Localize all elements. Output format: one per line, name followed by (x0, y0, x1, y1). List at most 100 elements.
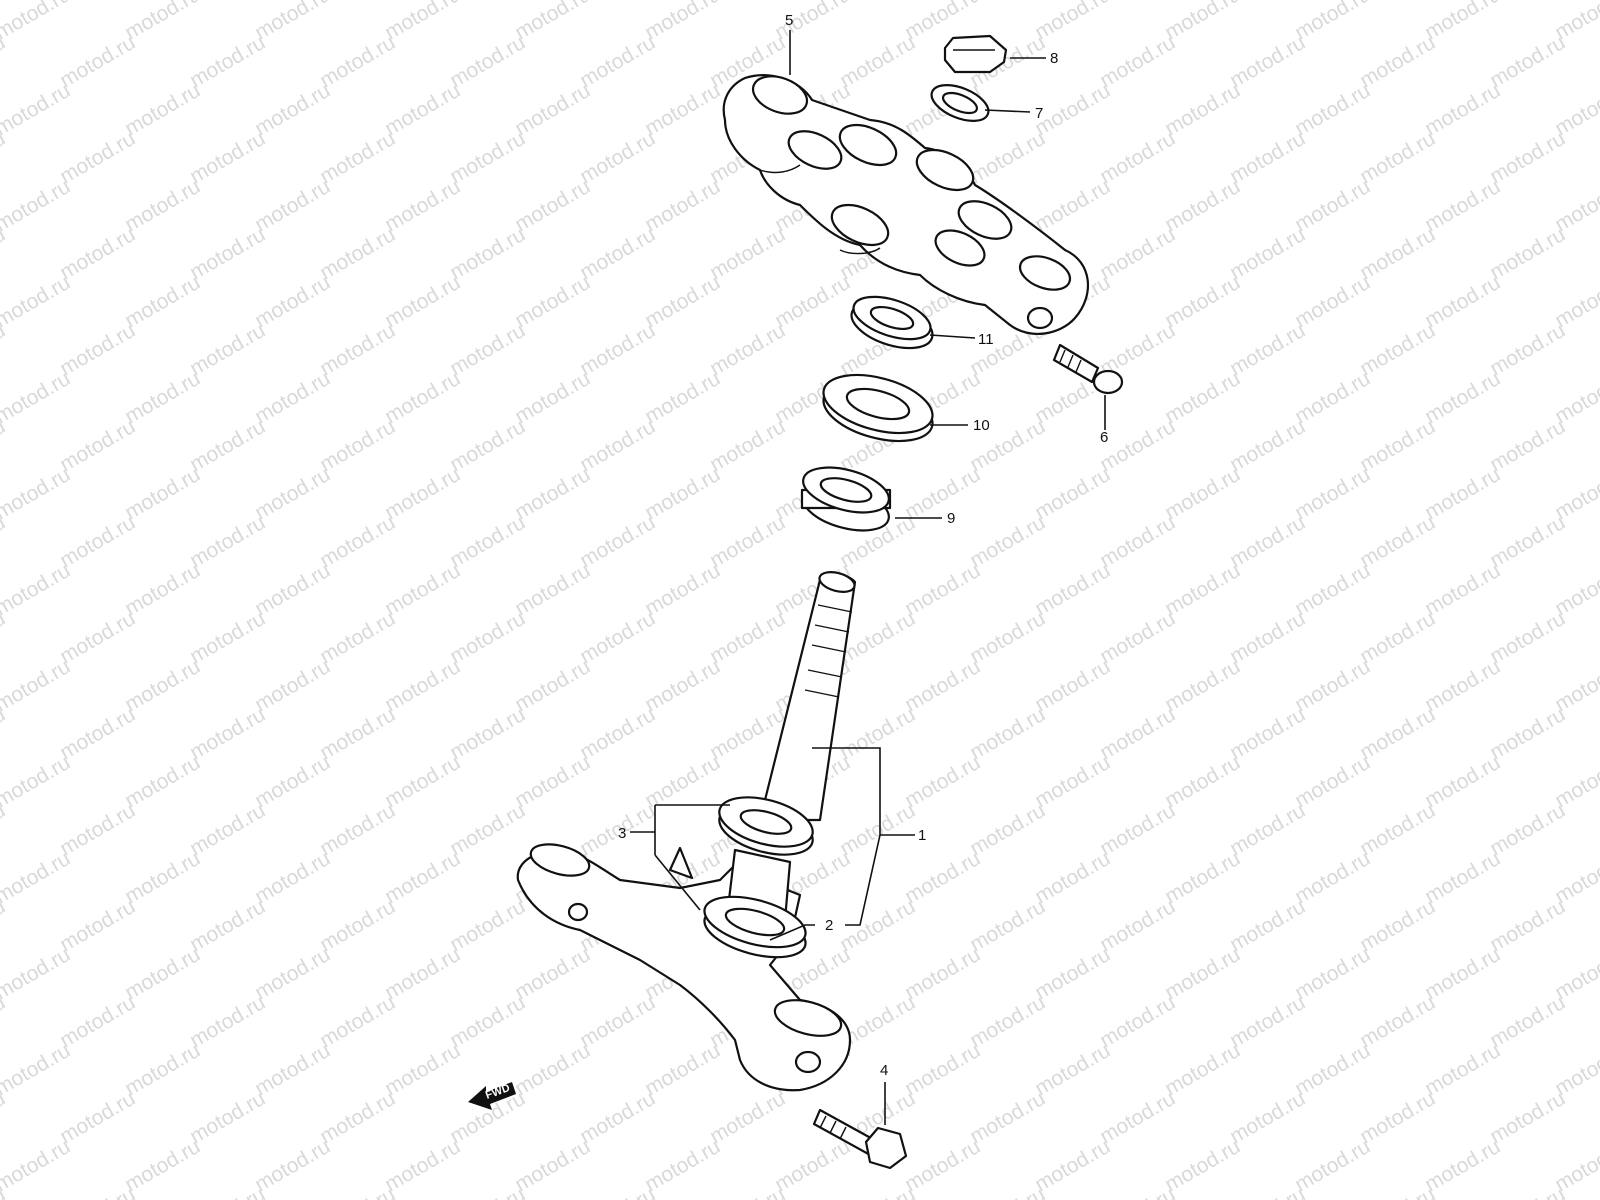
watermark-text: motod.ru (56, 223, 139, 284)
watermark-text: motod.ru (1356, 1183, 1439, 1200)
watermark-text: motod.ru (1161, 367, 1244, 428)
watermark-text: motod.ru (56, 1087, 139, 1148)
watermark-text: motod.ru (446, 223, 529, 284)
watermark-text: motod.ru (1291, 175, 1374, 236)
watermark-text: motod.ru (836, 703, 919, 764)
watermark-text: motod.ru (1226, 1183, 1309, 1200)
watermark-text: motod.ru (251, 1039, 334, 1100)
watermark-text: motod.ru (56, 1183, 139, 1200)
watermark-text: motod.ru (1161, 79, 1244, 140)
watermark-text: motod.ru (641, 0, 724, 44)
watermark-text: motod.ru (1226, 511, 1309, 572)
watermark-text: motod.ru (1356, 703, 1439, 764)
watermark-text: motod.ru (641, 655, 724, 716)
watermark-text: motod.ru (1486, 319, 1569, 380)
watermark-text: motod.ru (0, 847, 74, 908)
watermark-text: motod.ru (446, 1183, 529, 1200)
upper-bracket (722, 74, 1089, 335)
watermark-text: motod.ru (381, 1039, 464, 1100)
watermark-text: motod.ru (1356, 31, 1439, 92)
dust-seal (822, 373, 934, 443)
watermark-text: motod.ru (251, 367, 334, 428)
watermark-text: motod.ru (706, 1087, 789, 1148)
watermark-text: motod.ru (446, 319, 529, 380)
watermark-text: motod.ru (576, 223, 659, 284)
watermark-text: motod.ru (316, 607, 399, 668)
watermark-text: motod.ru (0, 943, 74, 1004)
watermark-text: motod.ru (251, 943, 334, 1004)
watermark-text: motod.ru (511, 79, 594, 140)
watermark-text: motod.ru (251, 559, 334, 620)
watermark-text: motod.ru (1486, 895, 1569, 956)
watermark-text: motod.ru (316, 895, 399, 956)
watermark-text: motod.ru (1291, 463, 1374, 524)
watermark-text: motod.ru (1356, 799, 1439, 860)
watermark-text: motod.ru (641, 751, 724, 812)
watermark-text: motod.ru (1421, 175, 1504, 236)
watermark-text: motod.ru (1031, 751, 1114, 812)
watermark-text: motod.ru (121, 79, 204, 140)
watermark-text: motod.ru (0, 175, 74, 236)
watermark-text: motod.ru (381, 271, 464, 332)
watermark-text: motod.ru (186, 799, 269, 860)
watermark-text: motod.ru (0, 1135, 74, 1196)
watermark-text: motod.ru (251, 1135, 334, 1196)
watermark-text: motod.ru (186, 127, 269, 188)
watermark-text: motod.ru (446, 415, 529, 476)
watermark-text: motod.ru (186, 415, 269, 476)
watermark-text: motod.ru (1421, 1039, 1504, 1100)
callout-9: 9 (947, 510, 955, 527)
watermark-text: motod.ru (1226, 607, 1309, 668)
watermark-text: motod.ru (836, 799, 919, 860)
watermark-text: motod.ru (316, 799, 399, 860)
watermark-text: motod.ru (1486, 991, 1569, 1052)
watermark-text: motod.ru (56, 415, 139, 476)
watermark-text: motod.ru (641, 559, 724, 620)
watermark-text: motod.ru (381, 367, 464, 428)
watermark-text: motod.ru (316, 991, 399, 1052)
watermark-text: motod.ru (641, 271, 724, 332)
watermark-text: motod.ru (0, 655, 74, 716)
watermark-text: motod.ru (1421, 463, 1504, 524)
watermark-text: motod.ru (0, 559, 74, 620)
watermark-text: motod.ru (316, 1087, 399, 1148)
watermark-text: motod.ru (1486, 607, 1569, 668)
watermark-text: motod.ru (1226, 415, 1309, 476)
watermark-text: motod.ru (966, 799, 1049, 860)
watermark-text: motod.ru (576, 319, 659, 380)
watermark-text: motod.ru (1031, 0, 1114, 44)
watermark-text: motod.ru (381, 655, 464, 716)
watermark-text: motod.ru (186, 319, 269, 380)
watermark-text: motod.ru (381, 847, 464, 908)
watermark-text: motod.ru (641, 1039, 724, 1100)
watermark-text: motod.ru (1486, 415, 1569, 476)
watermark-text: motod.ru (1096, 1183, 1179, 1200)
watermark-text: motod.ru (121, 751, 204, 812)
watermark-text: motod.ru (1096, 799, 1179, 860)
watermark-text: motod.ru (316, 223, 399, 284)
watermark-text: motod.ru (1096, 31, 1179, 92)
watermark-text: motod.ru (511, 1039, 594, 1100)
watermark-text: motod.ru (511, 367, 594, 428)
watermark-text: motod.ru (966, 895, 1049, 956)
watermark-text: motod.ru (121, 1135, 204, 1196)
watermark-text: motod.ru (1421, 751, 1504, 812)
watermark-text: motod.ru (706, 1183, 789, 1200)
watermark-text: motod.ru (251, 751, 334, 812)
callout-3: 3 (618, 825, 626, 842)
watermark-text: motod.ru (1226, 703, 1309, 764)
watermark-text: motod.ru (0, 1039, 74, 1100)
watermark-text: motod.ru (966, 127, 1049, 188)
watermark-text: motod.ru (1226, 223, 1309, 284)
watermark-text: motod.ru (1486, 1183, 1569, 1200)
watermark-text: motod.ru (381, 0, 464, 44)
watermark-text: motod.ru (0, 463, 74, 524)
watermark-text: motod.ru (641, 367, 724, 428)
watermark-text: motod.ru (1031, 1135, 1114, 1196)
watermark-text: motod.ru (1161, 559, 1244, 620)
watermark-text: motod.ru (576, 1087, 659, 1148)
watermark-text: motod.ru (381, 175, 464, 236)
upper-bearing (800, 466, 892, 532)
watermark-text: motod.ru (1356, 991, 1439, 1052)
watermark-text: motod.ru (381, 1135, 464, 1196)
